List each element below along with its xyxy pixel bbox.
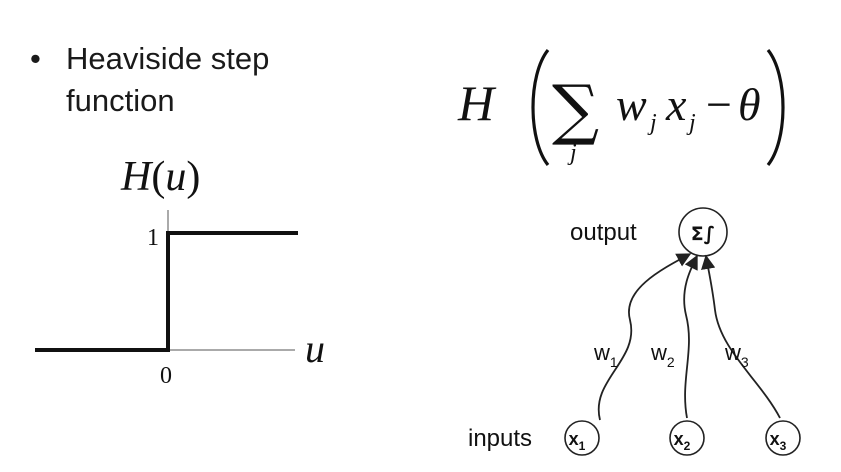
formula-x-sub: j bbox=[686, 110, 696, 136]
weight-label-2: w2 bbox=[650, 340, 675, 370]
formula-x: x bbox=[665, 79, 687, 130]
input-3-name: x bbox=[770, 429, 780, 449]
inputs-label: inputs bbox=[468, 425, 532, 452]
graph-title-open-paren: ( bbox=[151, 154, 165, 200]
input-1-name: x bbox=[569, 429, 579, 449]
formula-sum: ∑ bbox=[552, 71, 599, 148]
weight-label-1: w1 bbox=[593, 340, 618, 370]
formula-w-sub: j bbox=[647, 110, 657, 136]
formula-func: H bbox=[457, 75, 497, 131]
formula-w: w bbox=[616, 79, 647, 130]
input-1-sub: 1 bbox=[579, 439, 586, 453]
formula-left-paren bbox=[531, 49, 550, 166]
output-label: output bbox=[570, 219, 637, 246]
step-function-graph: H(u) 1 0 u bbox=[35, 154, 325, 389]
formula-theta: θ bbox=[738, 79, 761, 130]
input-node-2-label: x2 bbox=[674, 429, 691, 453]
step-line bbox=[35, 231, 298, 352]
connection-1 bbox=[597, 253, 692, 421]
input-3-sub: 3 bbox=[780, 439, 787, 453]
graph-title-close-paren: ) bbox=[186, 154, 200, 200]
input-2-sub: 2 bbox=[684, 439, 691, 453]
input-node-2 bbox=[669, 420, 705, 456]
weight-3-name: w bbox=[724, 340, 741, 365]
input-node-3-label: x3 bbox=[770, 429, 787, 453]
heaviside-formula: H ∑ j w j x j − θ bbox=[457, 49, 785, 166]
weight-1-name: w bbox=[593, 340, 610, 365]
bullet-line-2: function bbox=[66, 83, 175, 118]
graph-title-var: u bbox=[165, 154, 186, 200]
output-node-symbol: Σ∫ bbox=[691, 223, 716, 245]
connection-3 bbox=[701, 254, 781, 419]
graph-title-func: H bbox=[120, 154, 154, 200]
formula-right-paren bbox=[766, 49, 785, 166]
input-node-3 bbox=[765, 420, 801, 456]
y-tick-1: 1 bbox=[147, 225, 159, 251]
weight-1-sub: 1 bbox=[610, 354, 618, 370]
graph-title: H(u) bbox=[120, 154, 200, 200]
weight-label-3: w3 bbox=[724, 340, 749, 370]
x-tick-0: 0 bbox=[160, 363, 172, 389]
formula-minus: − bbox=[706, 79, 732, 130]
x-axis-label: u bbox=[305, 326, 325, 371]
input-2-name: x bbox=[674, 429, 684, 449]
weight-2-sub: 2 bbox=[667, 354, 675, 370]
bullet-line-1: Heaviside step bbox=[66, 41, 270, 76]
connection-2 bbox=[683, 254, 698, 419]
formula-sum-index: j bbox=[567, 140, 577, 166]
bullet-marker: • bbox=[30, 41, 41, 76]
perceptron-diagram: output Σ∫ w1 w2 w3 inputs x1 x2 x3 bbox=[468, 207, 801, 456]
weight-3-sub: 3 bbox=[741, 354, 749, 370]
weight-2-name: w bbox=[650, 340, 667, 365]
input-node-1 bbox=[564, 420, 600, 456]
input-node-1-label: x1 bbox=[569, 429, 586, 453]
